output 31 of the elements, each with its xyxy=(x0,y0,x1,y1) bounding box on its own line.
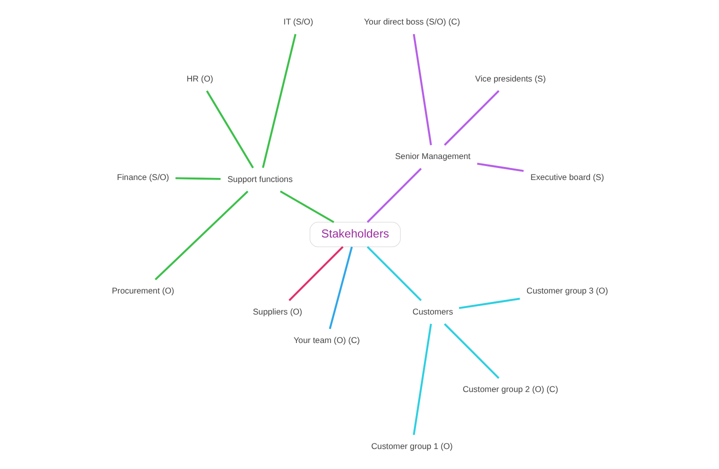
node-text: Executive board (S) xyxy=(530,172,604,182)
connector xyxy=(328,246,352,330)
connector xyxy=(443,323,499,379)
node-text: Customer group 1 (O) xyxy=(370,440,452,451)
connector xyxy=(458,298,520,310)
node-text: IT (S/O) xyxy=(283,16,313,27)
connector xyxy=(154,190,248,280)
node-text: HR (O) xyxy=(186,73,213,84)
connector xyxy=(412,34,432,146)
node-text: Finance (S/O) xyxy=(116,172,169,182)
connector xyxy=(262,34,296,168)
node-text: Support functions xyxy=(226,174,292,184)
node-box: Stakeholders xyxy=(309,222,400,248)
node-text: Your team (O) (C) xyxy=(293,334,360,345)
node-text: Procurement (O) xyxy=(111,286,174,296)
connector xyxy=(206,90,254,168)
connector xyxy=(366,168,422,223)
connector xyxy=(175,177,220,180)
node-text: Customers xyxy=(412,306,453,316)
connector xyxy=(288,246,344,302)
connector xyxy=(443,90,499,146)
connector xyxy=(366,246,422,302)
node-text: Customer group 2 (O) (C) xyxy=(462,384,558,394)
connector xyxy=(412,324,432,435)
node-text: Customer group 3 (O) xyxy=(526,286,608,296)
node-text: Senior Management xyxy=(394,151,470,162)
node-text: Suppliers (O) xyxy=(252,306,302,316)
node-text: Your direct boss (S/O) (C) xyxy=(363,16,460,27)
connector xyxy=(476,162,524,172)
connector xyxy=(279,190,334,224)
node-text: Vice presidents (S) xyxy=(474,73,546,84)
